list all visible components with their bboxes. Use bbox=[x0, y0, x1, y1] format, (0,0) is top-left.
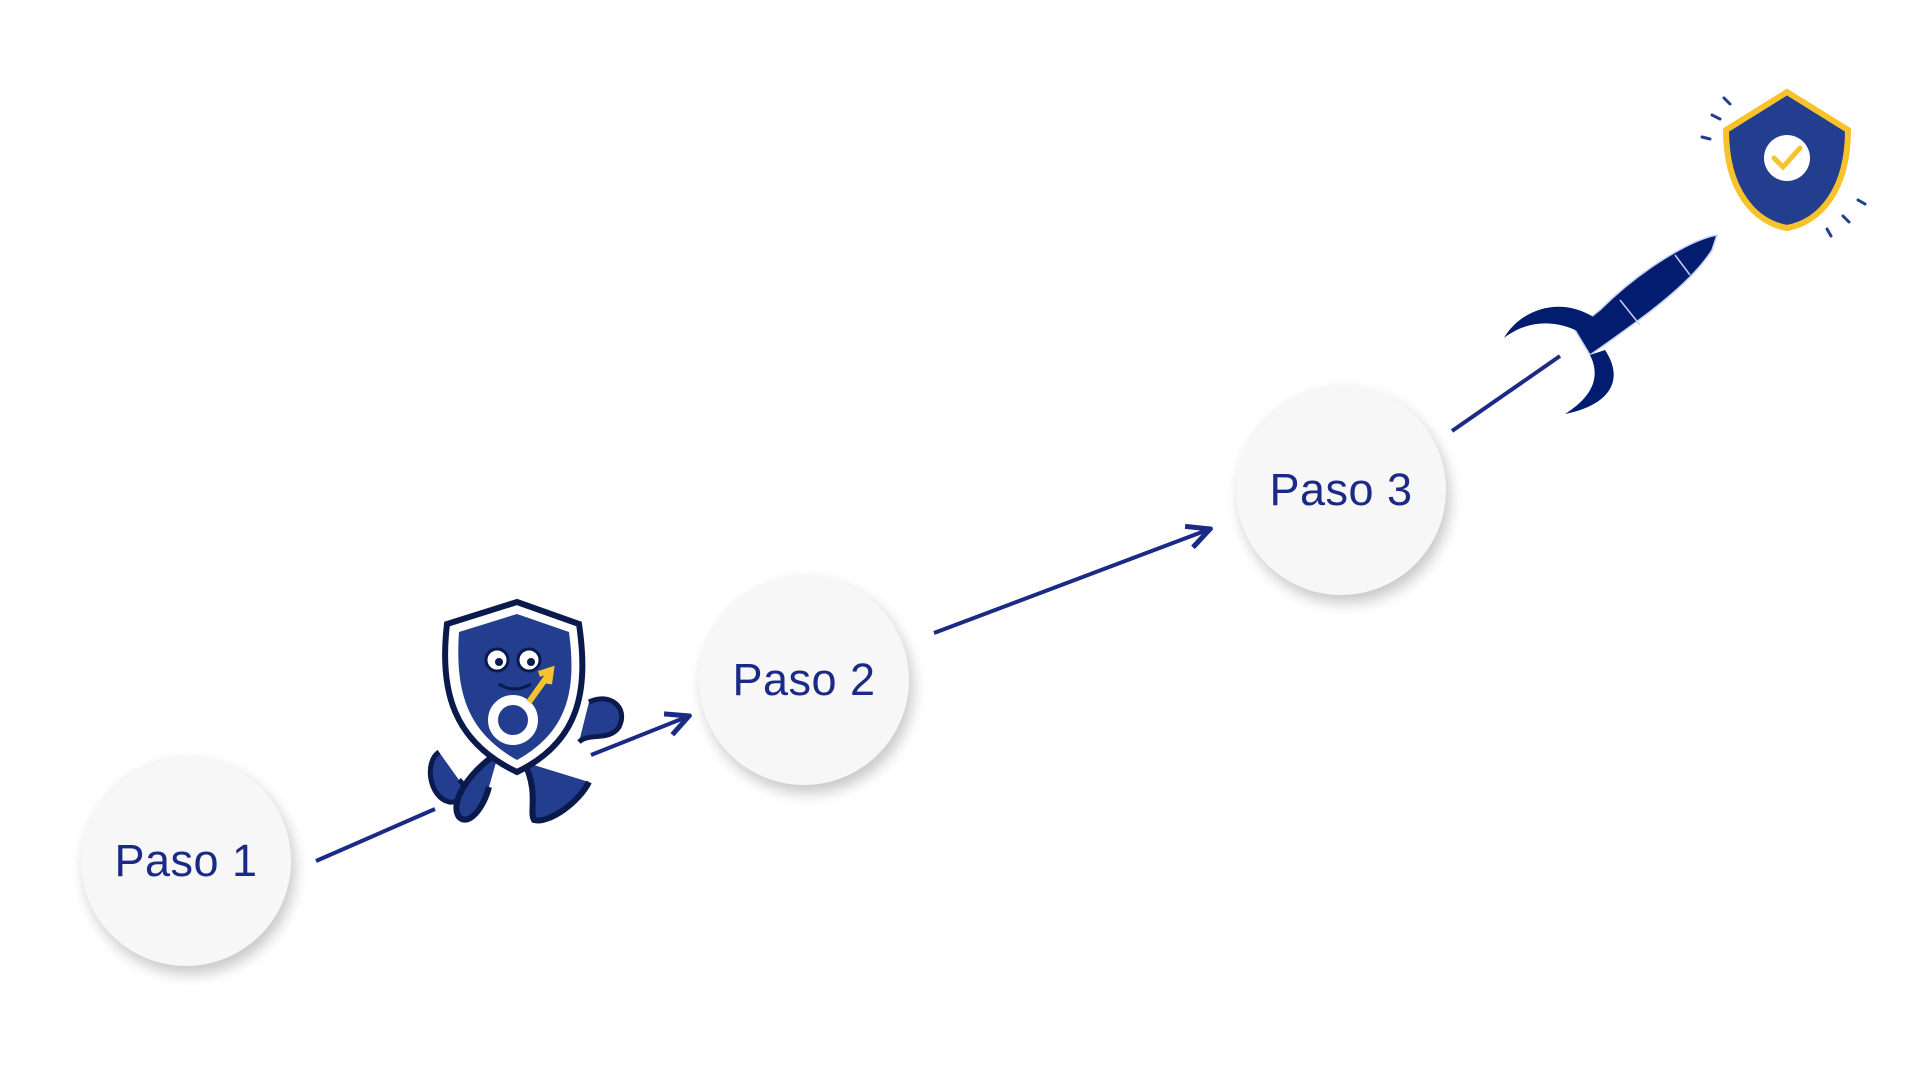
step-2-circle: Paso 2 bbox=[699, 575, 909, 785]
step-3-circle: Paso 3 bbox=[1236, 385, 1446, 595]
step-2-label: Paso 2 bbox=[732, 654, 876, 705]
rocket-icon bbox=[1504, 234, 1719, 414]
step-3-label: Paso 3 bbox=[1269, 464, 1413, 515]
rocket-trail bbox=[1450, 354, 1562, 433]
mascot-shield-icon bbox=[427, 598, 625, 824]
shield-check-icon bbox=[1700, 88, 1867, 238]
connector-1 bbox=[315, 807, 436, 863]
connector-1-arrow bbox=[590, 716, 689, 757]
connector-2-arrow bbox=[933, 529, 1210, 635]
step-1-circle: Paso 1 bbox=[81, 756, 291, 966]
step-1-label: Paso 1 bbox=[114, 835, 258, 886]
